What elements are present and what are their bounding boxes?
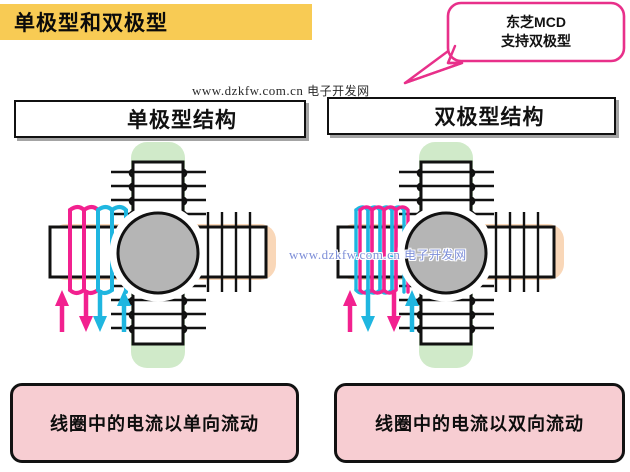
current-arrows-unipolar xyxy=(55,290,131,332)
coil-right-core xyxy=(196,225,268,279)
caption-box-bipolar: 线圈中的电流以双向流动 xyxy=(334,383,625,463)
caption-unipolar-label: 线圈中的电流以单向流动 xyxy=(50,414,259,434)
slide-title-bar: 单极型和双极型 xyxy=(0,4,312,40)
callout-toshiba-mcd: 东芝MCD 支持双极型 xyxy=(400,0,630,110)
arrow-up-cyan xyxy=(405,290,419,332)
section-header-bipolar: 双极型结构 xyxy=(327,97,616,135)
arrow-up-cyan xyxy=(117,290,131,332)
arrow-down-cyan xyxy=(361,290,375,332)
section-header-bipolar-label: 双极型结构 xyxy=(434,106,545,129)
section-header-unipolar-label: 单极型结构 xyxy=(127,109,237,132)
caption-box-unipolar: 线圈中的电流以单向流动 xyxy=(10,383,299,463)
arrow-down-pink xyxy=(387,290,401,332)
watermark-top-url: www.dzkfw.com.cn xyxy=(192,83,304,98)
diagram-unipolar-motor xyxy=(48,140,308,370)
section-header-unipolar: 单极型结构 xyxy=(14,100,306,138)
arrow-down-cyan xyxy=(93,290,107,332)
diagram-bipolar-motor xyxy=(336,140,596,370)
arrow-down-pink xyxy=(79,290,93,332)
coil-right xyxy=(196,212,268,292)
callout-shape-icon xyxy=(403,1,626,85)
coil-right-core xyxy=(484,225,556,279)
watermark-top-cn: 电子开发网 xyxy=(307,84,370,98)
current-arrows-bipolar xyxy=(343,290,419,332)
arrow-up-pink xyxy=(343,290,357,332)
rotor xyxy=(116,211,200,295)
arrow-up-pink xyxy=(55,290,69,332)
rotor xyxy=(404,211,488,295)
page-title: 单极型和双极型 xyxy=(14,12,168,35)
coil-right xyxy=(484,212,556,292)
caption-bipolar-label: 线圈中的电流以双向流动 xyxy=(375,414,584,434)
coil-left-winding-pink xyxy=(358,205,410,295)
